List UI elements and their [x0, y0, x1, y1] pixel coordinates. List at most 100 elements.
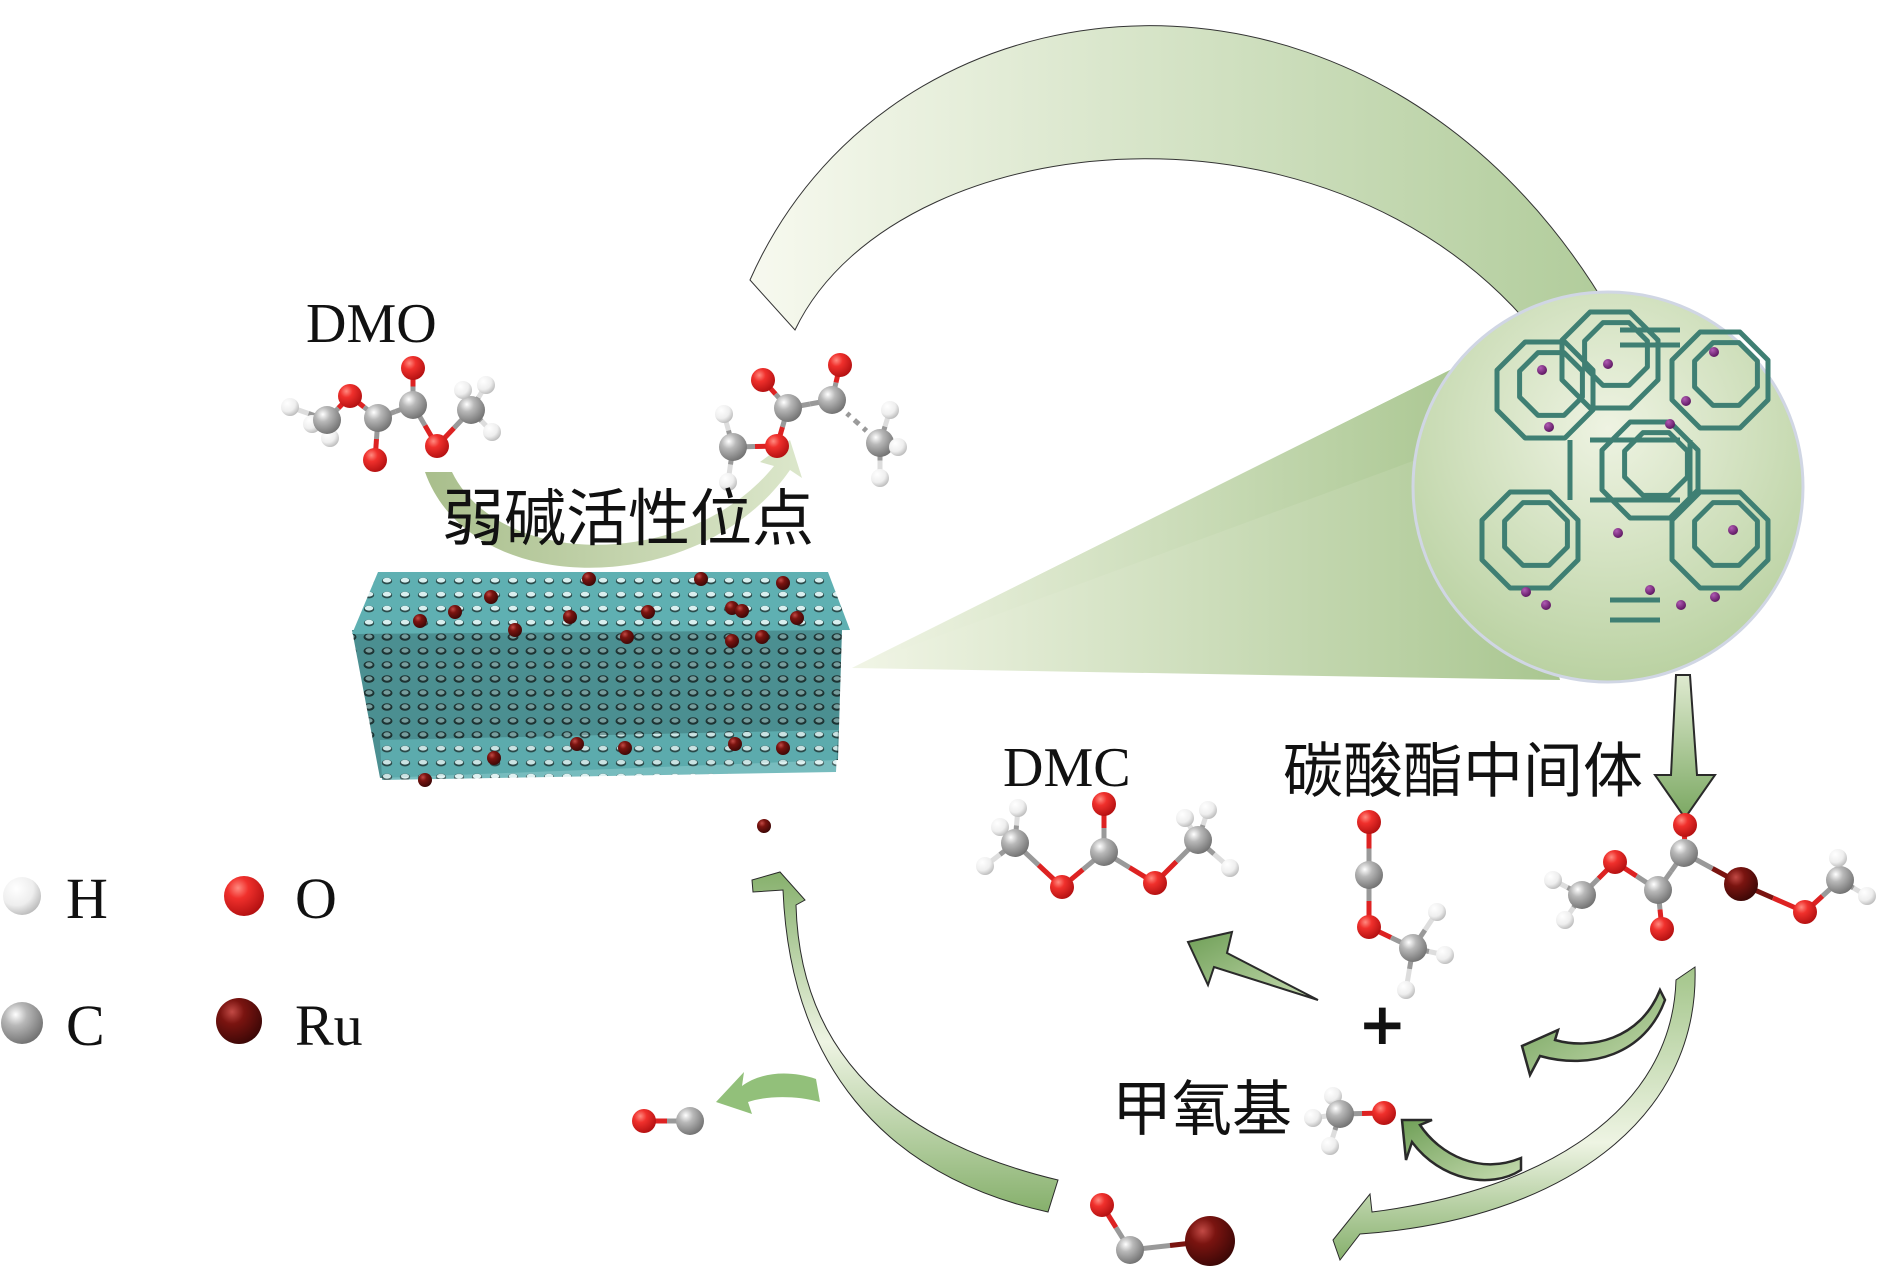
molecule-methoxycarbonyl — [1355, 810, 1454, 999]
cage-cation — [1710, 592, 1720, 602]
carbon-atom — [866, 429, 894, 457]
molecule-dmc — [976, 792, 1239, 899]
weak-base-site-label: 弱碱活性位点 — [442, 482, 814, 555]
ruthenium-atom — [582, 572, 596, 586]
ruthenium-atom — [563, 610, 577, 624]
oxygen-atom — [1673, 813, 1697, 837]
ruthenium-atom — [448, 605, 462, 619]
magnified-zeolite-circle — [1411, 290, 1805, 684]
sodalite-cage — [1669, 329, 1771, 431]
hydrogen-atom — [991, 818, 1009, 836]
hydrogen-atom — [881, 401, 899, 419]
oxygen-atom — [1650, 917, 1674, 941]
hydrogen-atom — [454, 381, 472, 399]
oxygen-atom — [1372, 1101, 1396, 1125]
carbon-atom — [1826, 866, 1854, 894]
molecule-dmo-free — [281, 356, 501, 472]
dmo-label: DMO — [306, 293, 437, 355]
cage-cation — [1544, 422, 1554, 432]
cage-cation — [1709, 347, 1719, 357]
cycle-arc-right — [1332, 966, 1696, 1262]
hydrogen-atom — [1436, 946, 1454, 964]
hydrogen-atom — [477, 376, 495, 394]
ruthenium-atom — [487, 751, 501, 765]
cage-cation — [1541, 600, 1551, 610]
carbon-atom — [774, 394, 802, 422]
cage-cation — [1521, 587, 1531, 597]
oxygen-atom — [1357, 915, 1381, 939]
carbon-atom — [1184, 826, 1212, 854]
sodalite-cage-inner — [1692, 340, 1760, 408]
hydrogen-atom — [871, 469, 889, 487]
ruthenium-atom — [418, 773, 432, 787]
ruthenium-atom — [725, 634, 739, 648]
plus-sign: + — [1358, 990, 1407, 1058]
sodalite-cage — [1479, 489, 1581, 591]
carbon-atom — [1670, 839, 1698, 867]
carbonate-intermediate-label: 碳酸酯中间体 — [1283, 737, 1643, 807]
ruthenium-atom — [728, 737, 742, 751]
oxygen-atom — [363, 448, 387, 472]
carbon-atom — [457, 396, 485, 424]
carbon-atom — [1326, 1100, 1354, 1128]
sodalite-cage-inner — [1517, 350, 1585, 418]
molecule-carbonate-intermediate — [1544, 813, 1876, 941]
arrow-to-methoxycarbonyl — [1520, 986, 1667, 1079]
cage-cation — [1603, 359, 1613, 369]
hydrogen-atom — [281, 398, 299, 416]
cage-cation — [1537, 365, 1547, 375]
carbon-atom — [719, 433, 747, 461]
oxygen-atom — [1092, 792, 1116, 816]
cage-cation — [1676, 600, 1686, 610]
hydrogen-atom — [483, 423, 501, 441]
cage-cation — [1681, 396, 1691, 406]
hydrogen-atom — [1397, 981, 1415, 999]
carbon-atom — [313, 406, 341, 434]
ruthenium-atom — [776, 741, 790, 755]
oxygen-atom — [425, 434, 449, 458]
legend-item-h: H — [3, 866, 108, 931]
ruthenium-atom — [776, 576, 790, 590]
molecule-ru-co — [1090, 1193, 1235, 1266]
arrow-to-dmc — [1186, 930, 1319, 1001]
weak-base-site-arc — [425, 440, 802, 568]
ruthenium-atom — [641, 605, 655, 619]
carbon-atom — [818, 386, 846, 414]
legend-item-ru: Ru — [216, 993, 363, 1058]
hydrogen-atom — [715, 405, 733, 423]
methoxy-label: 甲氧基 — [1112, 1075, 1292, 1145]
molecule-dmo-adsorbed — [715, 353, 907, 491]
legend-label-o: O — [295, 866, 337, 931]
hydrogen-atom — [1544, 871, 1562, 889]
hydrogen-atom — [889, 438, 907, 456]
hydrogen-atom — [1304, 1109, 1322, 1127]
legend-item-o: O — [224, 866, 337, 931]
cage-cation — [1645, 585, 1655, 595]
zeolite-slab — [352, 572, 850, 787]
sodalite-cage-inner — [1622, 430, 1690, 498]
legend-label-h: H — [66, 866, 108, 931]
hydrogen-atom — [1221, 859, 1239, 877]
arrow-to-methoxy — [1400, 1118, 1523, 1182]
hydrogen-atom — [976, 857, 994, 875]
oxygen-atom — [1050, 875, 1074, 899]
oxygen-ball-icon — [224, 876, 264, 916]
zeolite-cage-structure — [1479, 309, 1771, 623]
atom-legend: H O C Ru — [1, 866, 363, 1058]
carbon-atom — [1116, 1236, 1144, 1264]
cage-cation — [1665, 419, 1675, 429]
sodalite-cage — [1669, 489, 1771, 591]
ruthenium-atom — [1724, 867, 1758, 901]
legend-item-c: C — [1, 993, 105, 1058]
ruthenium-atom — [484, 590, 498, 604]
hydrogen-atom — [1199, 801, 1217, 819]
cage-cation — [1728, 525, 1738, 535]
molecule-methoxy — [1304, 1087, 1396, 1155]
sodalite-cage-inner — [1582, 320, 1650, 388]
carbon-atom — [1644, 876, 1672, 904]
molecules-layer — [281, 353, 1876, 1266]
hydrogen-atom — [1556, 911, 1574, 929]
carbon-atom — [676, 1107, 704, 1135]
ruthenium-atom — [508, 623, 522, 637]
